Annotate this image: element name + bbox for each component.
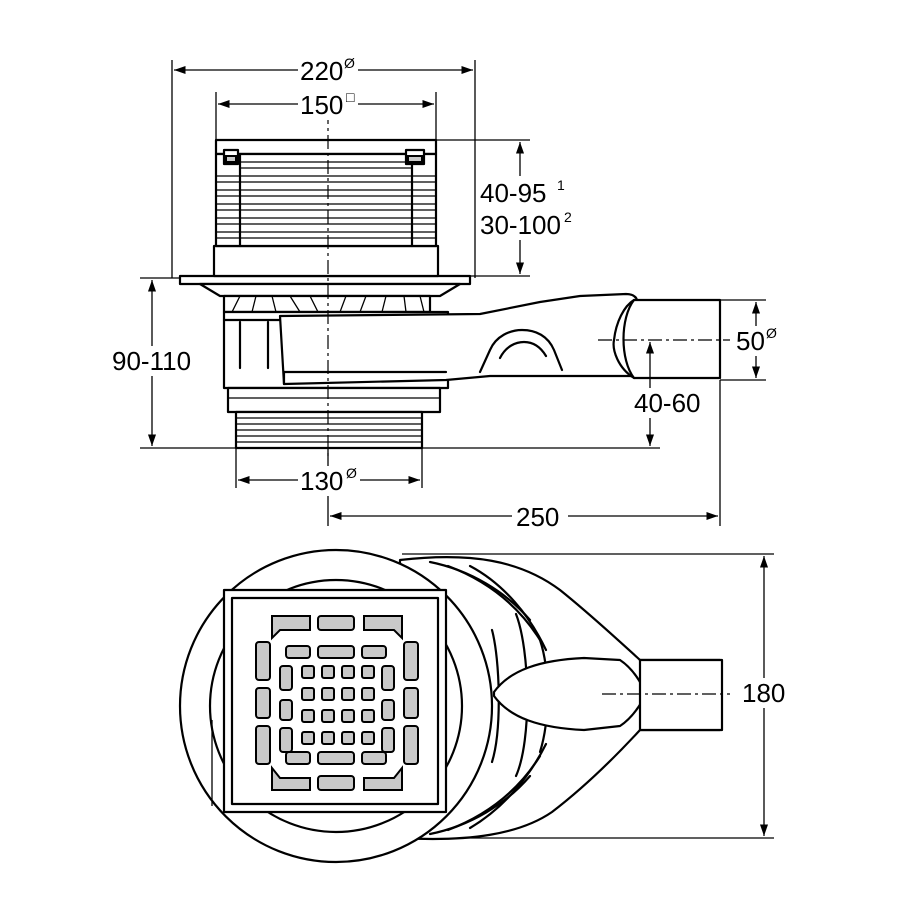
dim-height-range-1-sup: 1 [557, 177, 565, 193]
dim-length: 250 [516, 502, 559, 532]
adjustable-collar [212, 138, 440, 278]
dim-height-range-2-sup: 2 [564, 209, 572, 225]
dim-top-diameter-mark: Ø [344, 55, 355, 71]
dim-outlet-diameter-mark: Ø [766, 325, 777, 341]
drain-flange [178, 274, 472, 298]
dim-outlet-diameter: 50 [736, 326, 765, 356]
dim-width: 180 [742, 678, 785, 708]
side-view: 220 Ø 150 □ 40-95 1 30-100 2 90-110 50 Ø… [110, 55, 782, 532]
collar-ribs [216, 152, 436, 248]
bottom-spigot [234, 410, 424, 450]
outlet-pipe [278, 292, 722, 386]
support-ribs [222, 294, 432, 314]
top-view: 180 [178, 548, 788, 864]
dim-height-range-2: 30-100 [480, 210, 561, 240]
dim-top-diameter: 220 [300, 56, 343, 86]
dim-body-height: 90-110 [112, 346, 191, 376]
dim-bottom-diameter: 130 [300, 466, 343, 496]
dim-grate-width: 150 [300, 90, 343, 120]
dim-height-range-1: 40-95 [480, 178, 547, 208]
dimension-labels: 220 Ø 150 □ 40-95 1 30-100 2 90-110 50 Ø… [110, 55, 782, 532]
grate-pattern [255, 615, 419, 791]
dim-grate-width-mark: □ [346, 89, 355, 105]
dim-outlet-height: 40-60 [634, 388, 701, 418]
dim-bottom-diameter-mark: Ø [346, 465, 357, 481]
